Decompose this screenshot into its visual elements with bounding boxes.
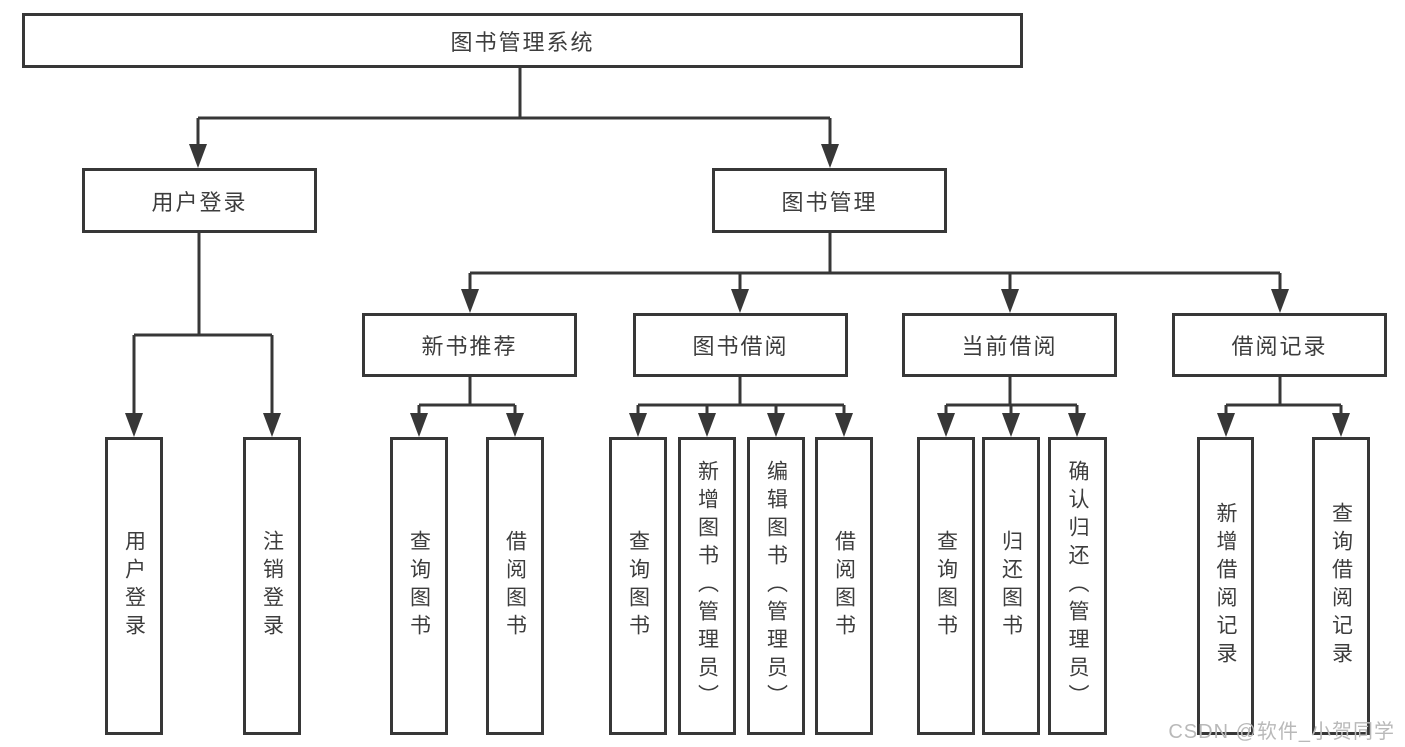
node-root-library-system: 图书管理系统	[22, 13, 1023, 68]
node-book-borrow: 图书借阅	[633, 313, 848, 377]
csdn-watermark: CSDN @软件_小贺同学	[1168, 721, 1395, 743]
leaf-return-books: 归还图书	[982, 437, 1040, 735]
leaf-query-books-current: 查询图书	[917, 437, 975, 735]
leaf-add-borrow-record: 新增借阅记录	[1197, 437, 1254, 735]
leaf-edit-books-admin: 编辑图书（管理员）	[747, 437, 805, 735]
leaf-borrow-books: 借阅图书	[815, 437, 873, 735]
leaf-user-login: 用户登录	[105, 437, 163, 735]
leaf-logout: 注销登录	[243, 437, 301, 735]
node-new-book-recommend: 新书推荐	[362, 313, 577, 377]
node-user-login: 用户登录	[82, 168, 317, 233]
node-book-management: 图书管理	[712, 168, 947, 233]
node-borrow-records: 借阅记录	[1172, 313, 1387, 377]
leaf-query-books-borrow: 查询图书	[609, 437, 667, 735]
leaf-confirm-return-admin: 确认归还（管理员）	[1048, 437, 1107, 735]
node-current-borrow: 当前借阅	[902, 313, 1117, 377]
leaf-add-books-admin: 新增图书（管理员）	[678, 437, 736, 735]
leaf-query-borrow-record: 查询借阅记录	[1312, 437, 1370, 735]
leaf-query-books-recommend: 查询图书	[390, 437, 448, 735]
leaf-borrow-books-recommend: 借阅图书	[486, 437, 544, 735]
